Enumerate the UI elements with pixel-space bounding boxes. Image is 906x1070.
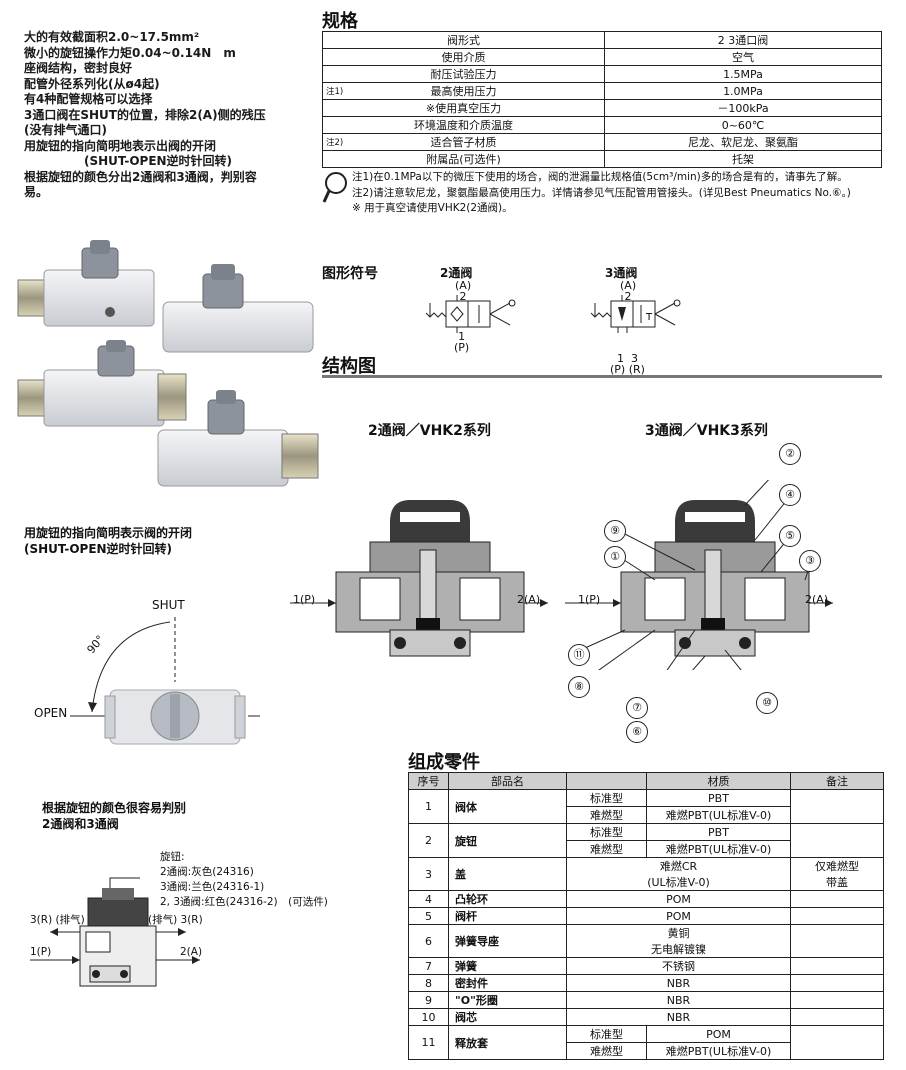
spec-note: ※ 用于真空请使用VHK2(2通阀)。	[352, 202, 513, 214]
knob-caption: 用旋钮的指向简明表示阀的开闭(SHUT-OPEN逆时针回转)	[24, 526, 193, 556]
shut-label: SHUT	[152, 598, 185, 612]
vhk2-section-diagram	[290, 500, 548, 657]
knob-color-list: 旋钮: 2通阀:灰色(24316) 3通阀:兰色(24316-1) 2, 3通阀…	[160, 851, 328, 908]
feature-item: (SHUT-OPEN逆时针回转)	[24, 154, 233, 168]
feature-item: 有4种配管规格可以选择	[24, 92, 153, 106]
symbol-3way-graphic: T	[590, 295, 681, 333]
feature-item: (没有排气通口)	[24, 123, 107, 137]
feature-item: 根据旋钮的颜色分出2通阀和3通阀，判别容	[24, 169, 257, 184]
vhk3-port-in: 1(P)	[578, 593, 601, 606]
structure-title: 结构图	[322, 356, 376, 377]
callout-1: ①	[604, 546, 626, 568]
spec-note: 注2)请注意软尼龙，聚氨酯最高使用压力。详情请参见气压配管用管接头。(详见Bes…	[352, 186, 851, 199]
vhk2-port-in: 1(P)	[293, 593, 316, 606]
color-port-in: 1(P)	[30, 946, 52, 958]
vhk3-port-out: 2(A)	[805, 593, 829, 606]
table-row: 难燃型难燃PBT(UL标准V-0)	[409, 1042, 884, 1060]
callout-10: ⑩	[756, 692, 778, 714]
symbol-3way-top: (A)2	[620, 279, 637, 303]
symbol-2way-bottom: 1(P)	[454, 330, 470, 354]
vhk2-title: 2通阀／VHK2系列	[368, 423, 491, 439]
callout-8: ⑧	[568, 676, 590, 698]
vhk3-section-diagram	[565, 480, 833, 670]
feature-item: 微小的旋钮操作力矩0.04~0.14N m	[24, 45, 236, 60]
feature-list: 大的有效截面积2.0~17.5mm² 微小的旋钮操作力矩0.04~0.14N m…	[24, 30, 320, 201]
open-label: OPEN	[34, 706, 68, 720]
symbol-3way-label: 3通阀	[605, 266, 638, 280]
spec-title: 规格	[322, 11, 358, 32]
spec-note: 注1)在0.1MPa以下的微压下使用的场合，阀的泄漏量比规格值(5cm³/min…	[352, 171, 848, 183]
feature-item: 用旋钮的指向简明地表示出阀的开闭	[24, 138, 217, 153]
spec-row: 使用介质空气	[322, 48, 882, 66]
feature-item: 配管外径系列化(从ø4起)	[24, 76, 160, 91]
vhk2-port-out: 2(A)	[517, 593, 541, 606]
vhk3-title: 3通阀／VHK3系列	[645, 423, 768, 439]
feature-item: 3通口阀在SHUT的位置，排除2(A)侧的残压	[24, 107, 266, 122]
callout-11: ⑪	[568, 644, 590, 666]
spec-row: 附属品(可选件)托架	[322, 150, 882, 168]
callout-7: ⑦	[626, 697, 648, 719]
color-valve-diagram	[30, 877, 200, 987]
symbol-title: 图形符号	[322, 266, 378, 282]
color-port-out: 2(A)	[180, 946, 203, 958]
callout-3: ③	[799, 550, 821, 572]
symbol-2way-graphic	[425, 295, 516, 333]
feature-item: 易。	[24, 185, 49, 199]
table-row: 难燃型难燃PBT(UL标准V-0)	[409, 806, 884, 824]
callout-5: ⑤	[779, 525, 801, 547]
table-header-row: 序号 部品名 材质 备注	[408, 772, 884, 790]
exhaust-left-label: 3(R) (排气)	[30, 914, 85, 926]
symbol-3way-t: T	[645, 312, 653, 323]
symbol-3way-bottom: 1 3(P) (R)	[610, 352, 645, 376]
callout-4: ④	[779, 484, 801, 506]
spec-row: 注2)适合管子材质尼龙、软尼龙、聚氨酯	[322, 133, 882, 151]
spec-row: ※使用真空压力－100kPa	[322, 99, 882, 117]
product-photo	[17, 240, 319, 487]
structure-divider	[322, 375, 882, 378]
callout-2: ②	[779, 443, 801, 465]
spec-notes: 注1)在0.1MPa以下的微压下使用的场合，阀的泄漏量比规格值(5cm³/min…	[336, 170, 851, 217]
exhaust-right-label: (排气) 3(R)	[148, 914, 203, 926]
symbol-2way-top: (A)2	[455, 279, 472, 303]
knob-rotation-diagram	[70, 617, 260, 745]
feature-item: 大的有效截面积2.0~17.5mm²	[24, 30, 200, 44]
symbol-2way-label: 2通阀	[440, 266, 473, 280]
magnifier-icon	[322, 172, 347, 203]
table-row: 难燃型难燃PBT(UL标准V-0)	[409, 840, 884, 858]
callout-6: ⑥	[626, 721, 648, 743]
components-title: 组成零件	[408, 752, 480, 773]
callout-9: ⑨	[604, 520, 626, 542]
feature-item: 座阀结构，密封良好	[24, 61, 133, 75]
